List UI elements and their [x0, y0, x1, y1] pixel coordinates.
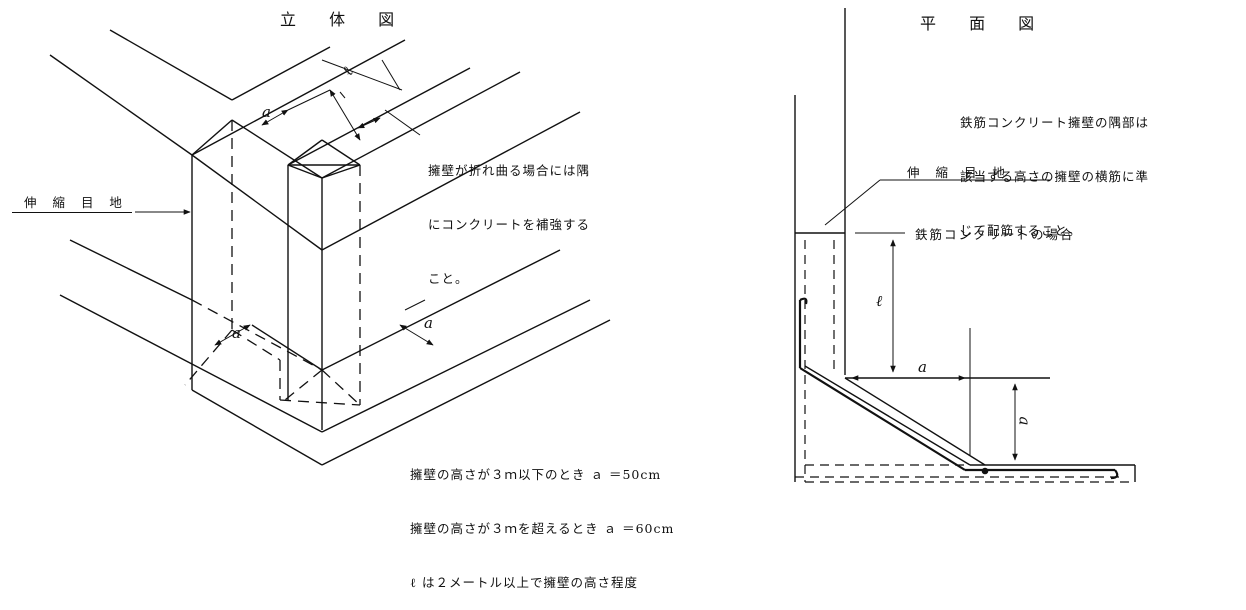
- drawing-canvas: [49, 8, 1136, 483]
- joint-label-left: 伸 縮 目 地: [24, 195, 128, 210]
- joint-label-left-underline: [12, 212, 132, 213]
- corner-note-left-line-3: こと。: [428, 271, 469, 286]
- isometric-diagram: [49, 29, 611, 466]
- dim-l-plan: ℓ: [876, 292, 883, 310]
- isometric-dimension-lines: [135, 59, 434, 346]
- plan-hidden-lines: [795, 240, 1130, 483]
- dim-a-plan-horizontal: a: [918, 358, 927, 376]
- plan-title: 平 面 図: [920, 14, 1049, 33]
- rule-note-2: 擁壁の高さが３ｍを超えるとき ａ ＝60cm: [410, 521, 675, 536]
- dim-a-plan-vertical: a: [1015, 416, 1034, 426]
- corner-note-right-line-1: 鉄筋コンクリート擁壁の隅部は: [960, 115, 1150, 130]
- dim-a-right: a: [424, 314, 433, 332]
- corner-note-right: 鉄筋コンクリート擁壁の隅部は 該当する高さの擁壁の横筋に準 じて配筋すること。: [960, 78, 1149, 258]
- corner-note-left-line-2: にコンクリートを補強する: [428, 217, 591, 232]
- corner-note-left: 擁壁が折れ曲る場合には隅 にコンクリートを補強する こと。: [428, 126, 590, 306]
- plan-dimension-lines: [824, 179, 1050, 461]
- dim-a-mid: a: [232, 324, 241, 342]
- corner-note-right-line-2: 該当する高さの擁壁の横筋に準: [960, 169, 1150, 184]
- joint-label-right: 伸 縮 目 地: [907, 165, 1011, 180]
- rule-note-3: ℓ は２メートル以上で擁壁の高さ程度: [410, 575, 638, 590]
- isometric-hidden-lines: [184, 120, 361, 406]
- dim-a-top: a: [262, 103, 271, 121]
- corner-note-right-line-3: じて配筋すること。: [960, 223, 1082, 238]
- rule-notes: 擁壁の高さが３ｍ以下のとき ａ ＝50cm 擁壁の高さが３ｍを超えるとき ａ ＝…: [410, 430, 674, 610]
- rule-note-1: 擁壁の高さが３ｍ以下のとき ａ ＝50cm: [410, 467, 662, 482]
- corner-note-left-line-1: 擁壁が折れ曲る場合には隅: [428, 163, 591, 178]
- rc-label: 鉄筋コンクリートの場合: [915, 227, 1075, 242]
- isometric-title: 立 体 図: [280, 10, 409, 29]
- plan-rebar: [798, 297, 1119, 480]
